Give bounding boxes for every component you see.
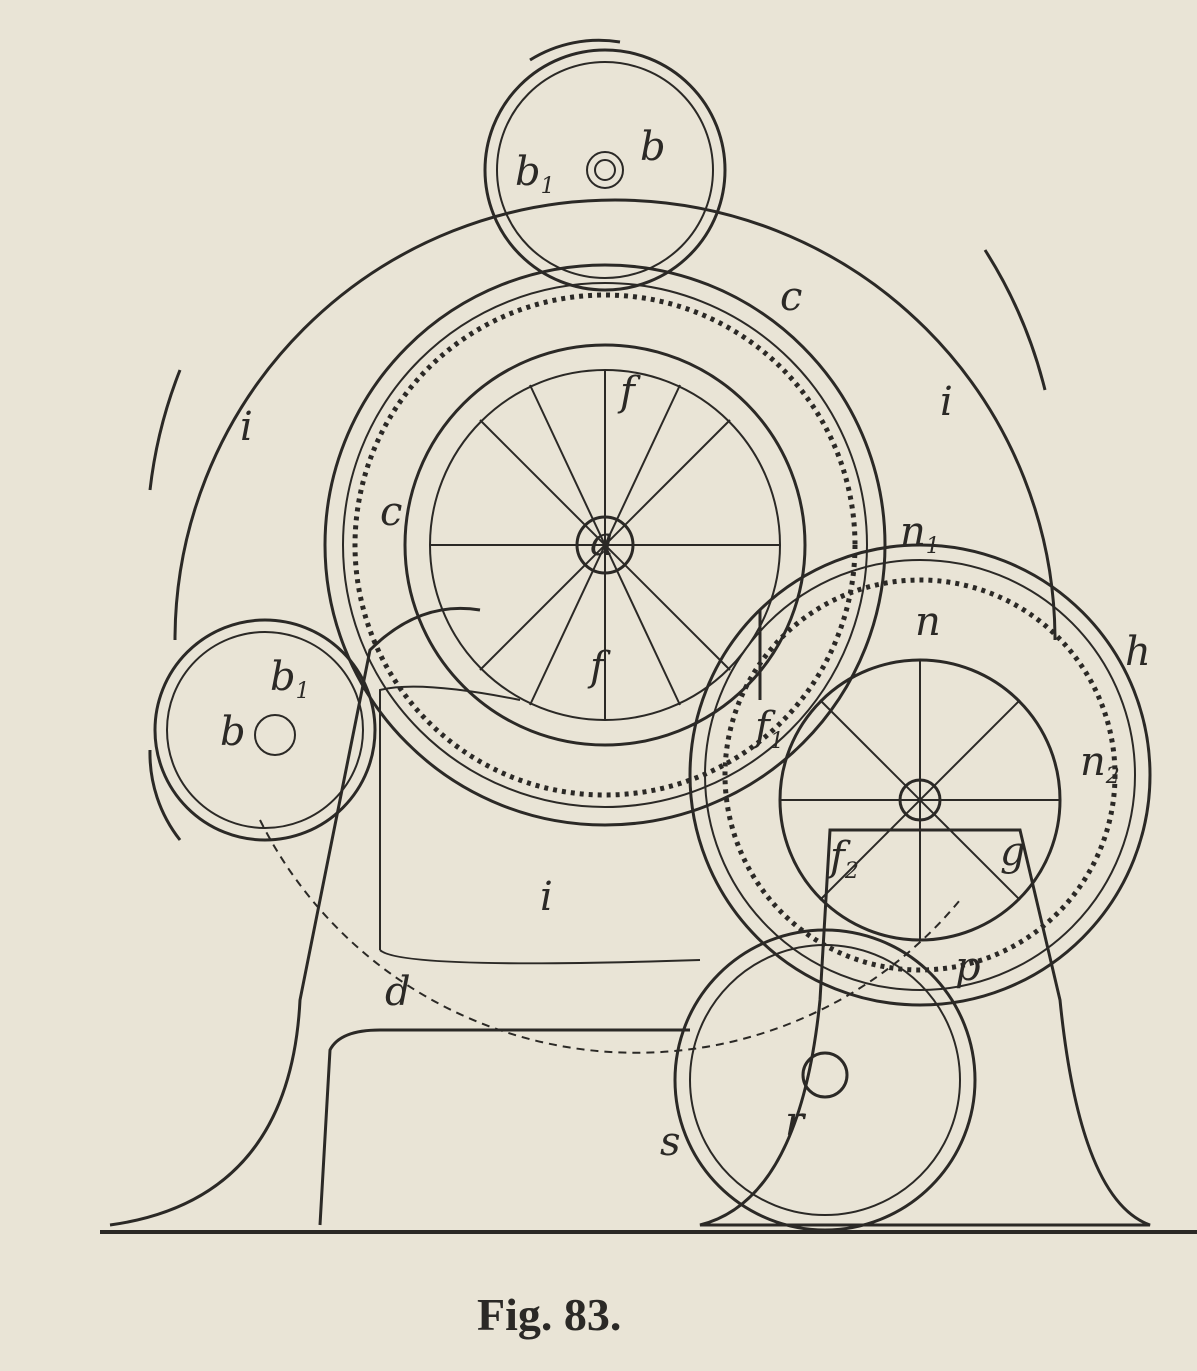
label-f1: f1	[752, 704, 784, 754]
gear-teeth-h	[722, 577, 1118, 973]
axle-r	[801, 1051, 849, 1099]
arrow-left-roller	[148, 749, 182, 841]
label-s: s	[660, 1119, 681, 1165]
label-i-left: i	[240, 404, 253, 450]
left-roller-axle	[254, 714, 296, 756]
label-b-left: b	[220, 709, 246, 755]
label-g: g	[1000, 829, 1026, 875]
label-f2: f2	[827, 834, 859, 884]
label-f-top: f	[617, 369, 641, 415]
arrow-left	[148, 369, 182, 491]
top-roller-axle-inner	[594, 159, 616, 181]
label-f-bottom: f	[587, 644, 611, 690]
top-roller-axle	[586, 151, 624, 189]
ring-c-inner	[342, 282, 868, 808]
wheel-s	[673, 928, 977, 1232]
label-n: n	[915, 599, 941, 645]
label-b-top: b	[640, 124, 666, 170]
label-d: d	[385, 969, 411, 1015]
label-h: h	[1125, 629, 1151, 675]
drum-outline	[173, 198, 1057, 641]
left-roller-inner	[166, 631, 364, 829]
label-n2: n2	[1080, 739, 1120, 789]
frame-d	[109, 606, 762, 1227]
wheel-f1-spokes	[780, 660, 1060, 940]
label-p: p	[955, 944, 981, 990]
figure-caption: Fig. 83.	[477, 1289, 621, 1340]
ring-c	[323, 263, 887, 827]
left-roller	[153, 618, 377, 842]
gear-teeth-c	[352, 292, 858, 798]
wheel-f	[403, 343, 807, 747]
label-a: a	[590, 519, 614, 565]
label-b1-left: b1	[270, 654, 310, 704]
label-c-right: c	[780, 274, 802, 320]
label-i-bottom: i	[540, 874, 553, 920]
label-i-right: i	[940, 379, 953, 425]
label-b1-top: b1	[515, 149, 555, 199]
arrow-top	[529, 38, 621, 62]
top-roller	[483, 48, 727, 292]
wheel-h-inner	[704, 559, 1136, 991]
frame-inner	[379, 685, 701, 965]
wheel-s-inner	[689, 944, 961, 1216]
wheel-f-spokes	[430, 370, 780, 720]
frame-right	[699, 828, 1151, 1227]
label-r: r	[785, 1099, 807, 1145]
label-n1: n1	[900, 509, 940, 559]
label-c-left: c	[380, 489, 402, 535]
arrow-right	[983, 249, 1047, 391]
top-roller-inner	[496, 61, 714, 279]
wheel-h	[688, 543, 1152, 1007]
drum-dashed	[259, 819, 961, 1054]
